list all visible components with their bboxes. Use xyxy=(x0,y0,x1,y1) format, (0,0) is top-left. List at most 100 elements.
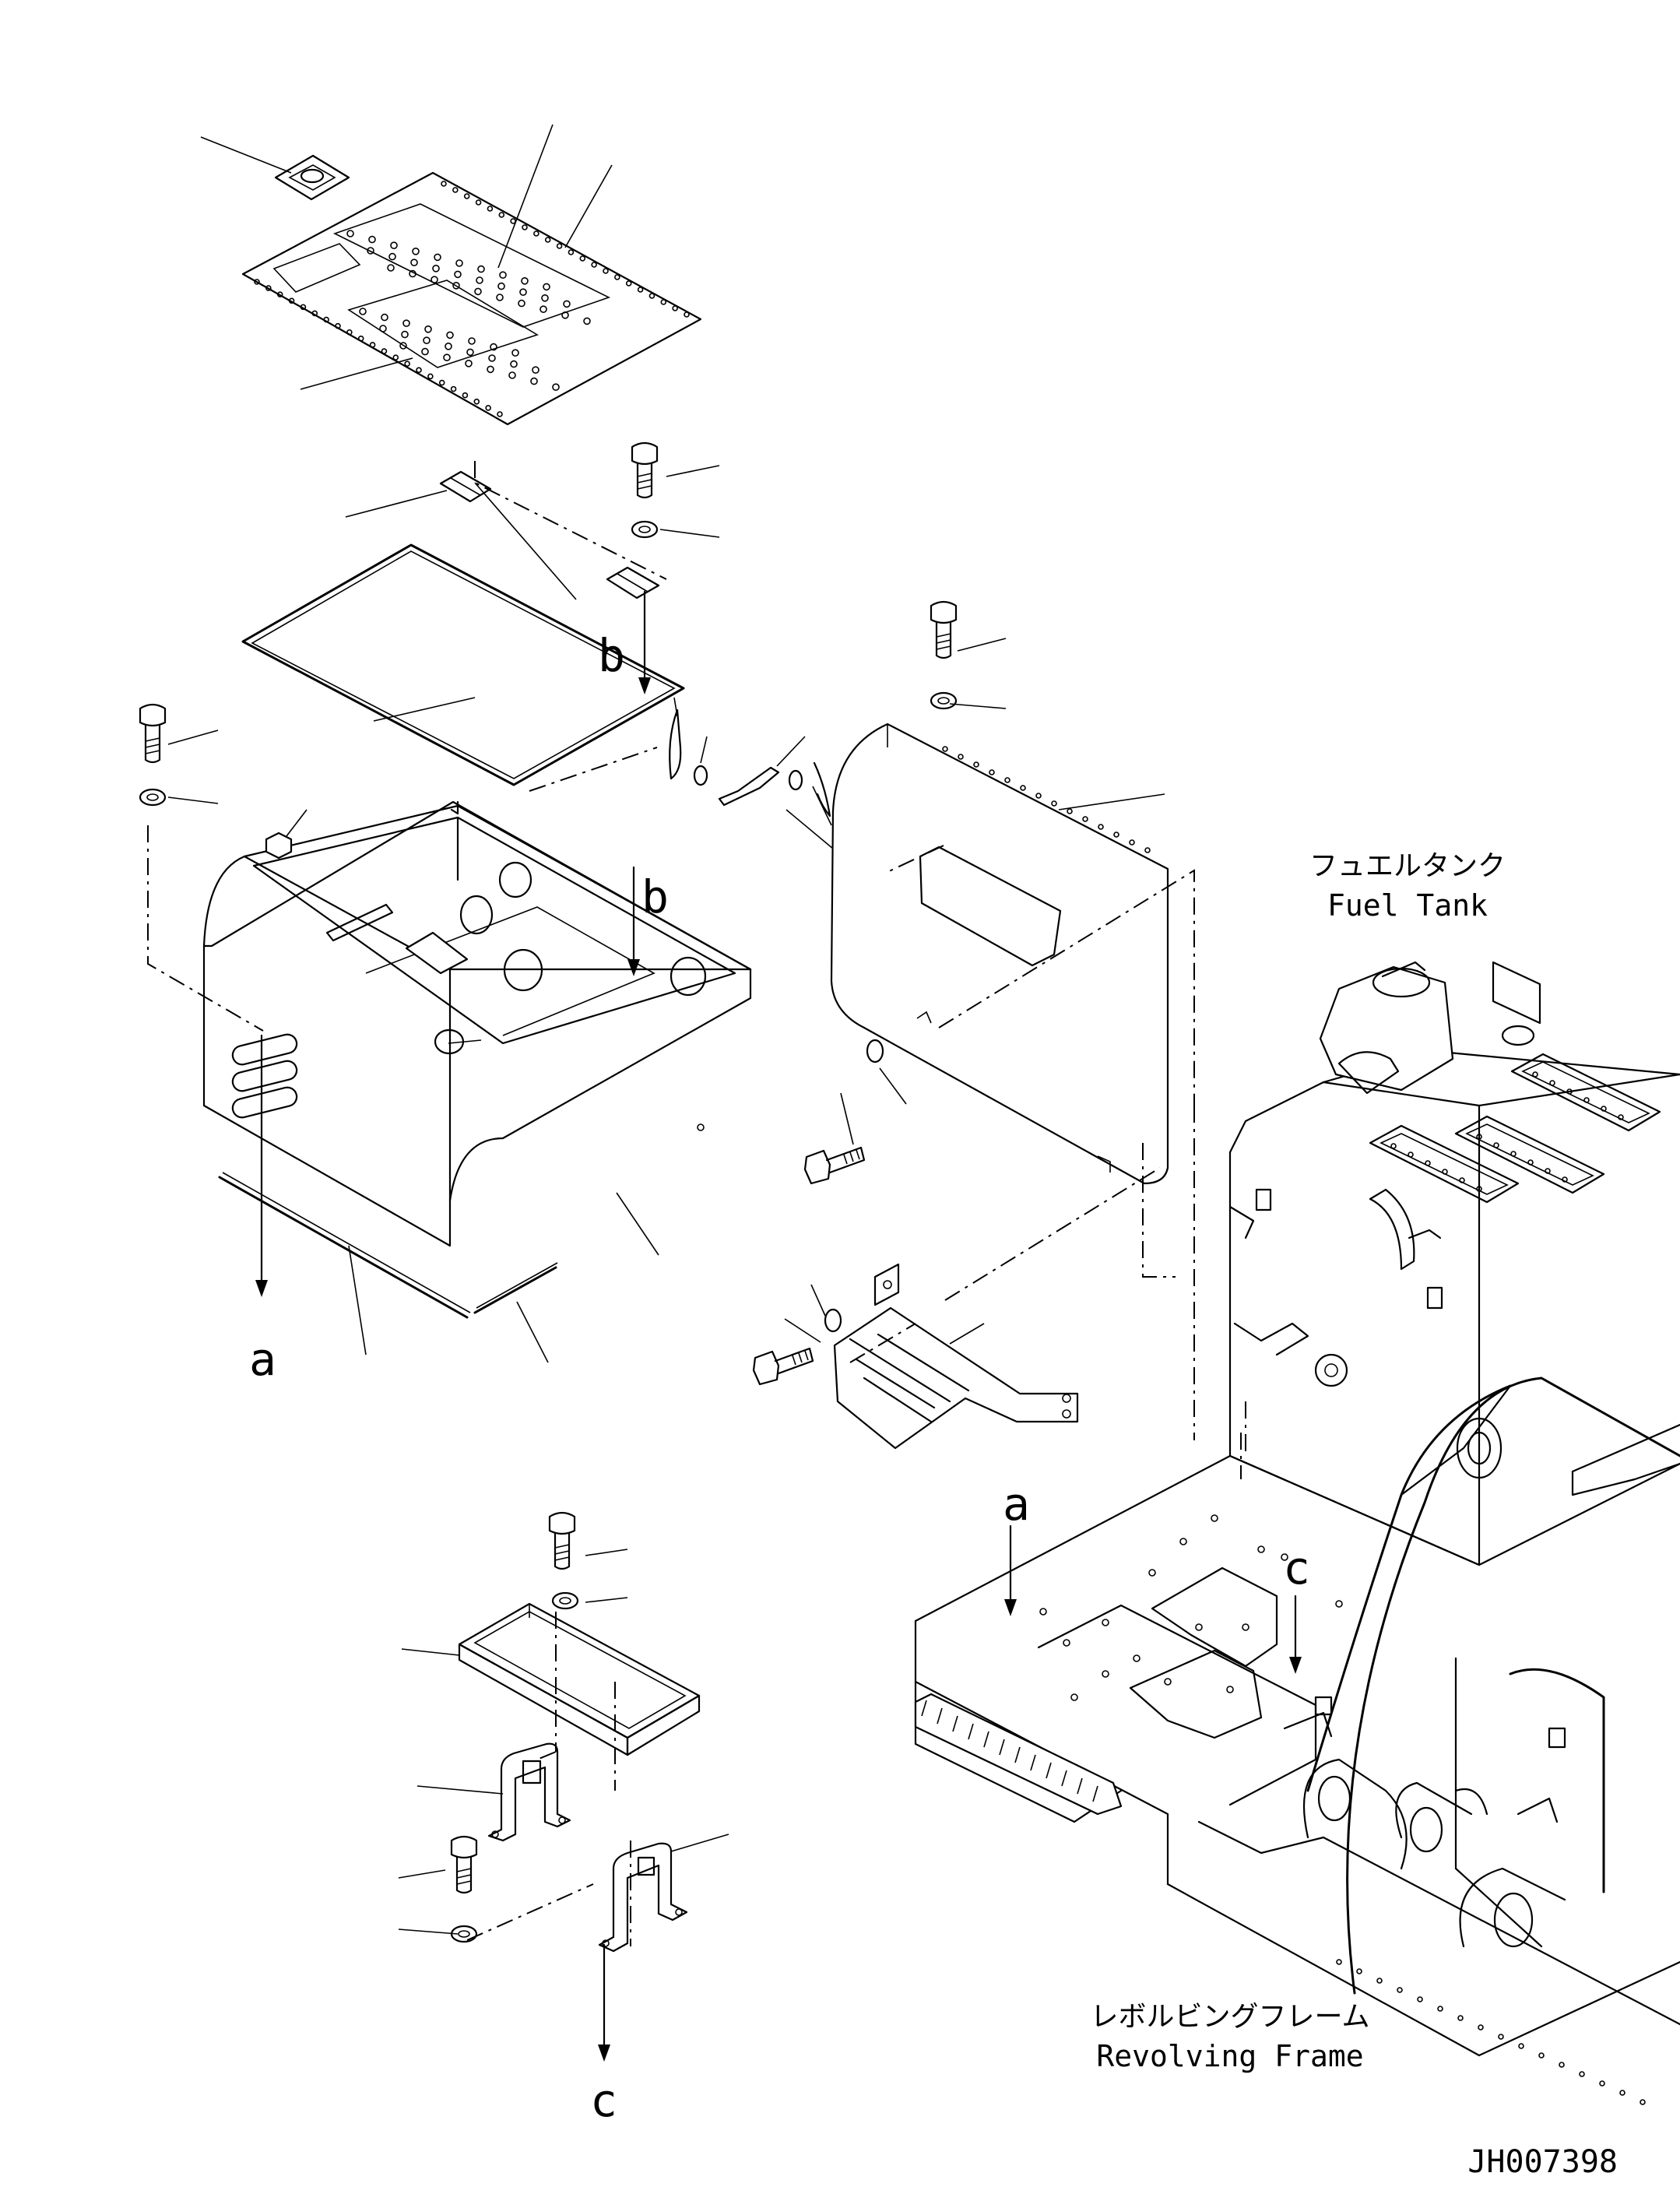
grille-bar xyxy=(1030,1754,1036,1771)
plate-hole xyxy=(496,294,504,301)
bolt xyxy=(548,1511,576,1570)
plate-rivet xyxy=(463,193,470,199)
plate-hole xyxy=(539,305,547,314)
plate-hole xyxy=(431,276,438,284)
frame-hole xyxy=(1478,2024,1484,2030)
plate-hole xyxy=(452,281,460,290)
plate-rivet xyxy=(438,379,445,386)
cover-hole xyxy=(1098,824,1104,830)
plate-hole xyxy=(443,353,451,362)
plate-rivet xyxy=(441,181,447,187)
frame-hole xyxy=(1356,1968,1362,1974)
plate-hole xyxy=(445,342,452,350)
plate-hole xyxy=(519,288,527,297)
plate-hole xyxy=(466,348,474,357)
frame-hole xyxy=(1063,1639,1070,1647)
plate-hole xyxy=(583,317,591,325)
plate-rivet xyxy=(556,243,563,249)
frame-hole xyxy=(1195,1623,1203,1631)
plate-rivet xyxy=(265,285,272,291)
cover-hole xyxy=(1129,839,1135,846)
callout-a-left: a xyxy=(249,1333,276,1386)
plate-rivet xyxy=(497,411,503,417)
frame-hole xyxy=(1242,1623,1249,1631)
plate-hole xyxy=(552,383,560,392)
plate-rivet xyxy=(522,224,528,230)
frame-hole xyxy=(1559,2062,1565,2068)
plate-hole xyxy=(497,282,505,290)
plate-rivet xyxy=(533,230,539,237)
frame-hole xyxy=(1619,2090,1626,2096)
plate-rivet xyxy=(672,305,678,311)
plate-rivet xyxy=(485,405,491,411)
cover-hole xyxy=(1020,785,1026,791)
tank-access-plate xyxy=(1454,1115,1605,1194)
plate-rivet xyxy=(648,293,655,299)
plate-hole xyxy=(424,325,432,333)
frame-hole xyxy=(1538,2052,1545,2059)
plate-rivet xyxy=(544,237,551,243)
drawing-number: JH007398 xyxy=(1467,2144,1618,2180)
plate-rivet xyxy=(300,304,307,311)
frame-hole xyxy=(1599,2080,1605,2087)
cover-hole xyxy=(1035,793,1042,799)
tank-access-plate xyxy=(1510,1053,1661,1132)
plate-rivet xyxy=(603,268,609,274)
washer xyxy=(930,691,958,710)
bolt xyxy=(631,441,659,499)
fuel-tank xyxy=(1228,961,1680,1566)
grille-bar xyxy=(1061,1770,1067,1787)
plate-hole xyxy=(465,359,473,367)
frame-hole xyxy=(1148,1569,1156,1577)
tray-support-right xyxy=(598,1842,688,1953)
plate-hole xyxy=(432,264,440,272)
plate-hole xyxy=(359,308,367,315)
cover-hole xyxy=(1144,847,1151,853)
grille-bar xyxy=(983,1731,989,1748)
plate-rivet xyxy=(462,392,469,399)
plate-hole xyxy=(454,270,462,279)
frame-hole xyxy=(1437,2006,1443,2012)
plate-hole xyxy=(410,258,418,267)
frame-hole xyxy=(1397,1987,1403,1993)
plate-hole xyxy=(379,325,387,332)
plate-rivet xyxy=(498,212,505,218)
callout-b-top: b xyxy=(598,629,625,682)
grille-bar xyxy=(952,1715,958,1732)
cover-hole xyxy=(1051,800,1057,807)
leader-lines xyxy=(167,124,1165,1935)
plate-hole xyxy=(541,294,549,302)
cover-hole xyxy=(1067,808,1073,814)
hinge-right xyxy=(606,566,660,599)
plate-hole xyxy=(381,313,388,322)
plate-rivet xyxy=(637,287,644,293)
tank-access-plate xyxy=(1369,1124,1520,1204)
tray-support-left xyxy=(487,1742,571,1842)
cover-hole xyxy=(1004,777,1010,783)
plate-rivet xyxy=(254,279,260,285)
frame-hole xyxy=(1457,2015,1464,2021)
plate-rivet xyxy=(660,299,667,305)
plate-rivet xyxy=(323,316,329,323)
frame-hole xyxy=(1164,1678,1172,1686)
frame-hole xyxy=(1179,1538,1187,1545)
plate-hole xyxy=(474,287,482,296)
frame-hole xyxy=(1640,2099,1646,2105)
frame-hole xyxy=(1102,1670,1109,1678)
plate-rivet xyxy=(357,336,364,342)
side-door-cover xyxy=(830,723,1169,1185)
plate-hole xyxy=(521,276,529,285)
frame-hole xyxy=(1518,2043,1524,2049)
revolving-frame-label-jp: レボルビングフレーム xyxy=(1091,2001,1370,2033)
plate-hole xyxy=(561,311,569,319)
plate-hole xyxy=(346,230,354,237)
plate-hole xyxy=(421,347,429,356)
plate-hole xyxy=(530,377,538,385)
bolt xyxy=(930,600,958,659)
frame-hole xyxy=(1417,1996,1423,2002)
plate-hole xyxy=(488,354,496,362)
grille-bar xyxy=(921,1700,927,1717)
grille-bar xyxy=(937,1707,943,1725)
plate-hole xyxy=(518,299,525,308)
